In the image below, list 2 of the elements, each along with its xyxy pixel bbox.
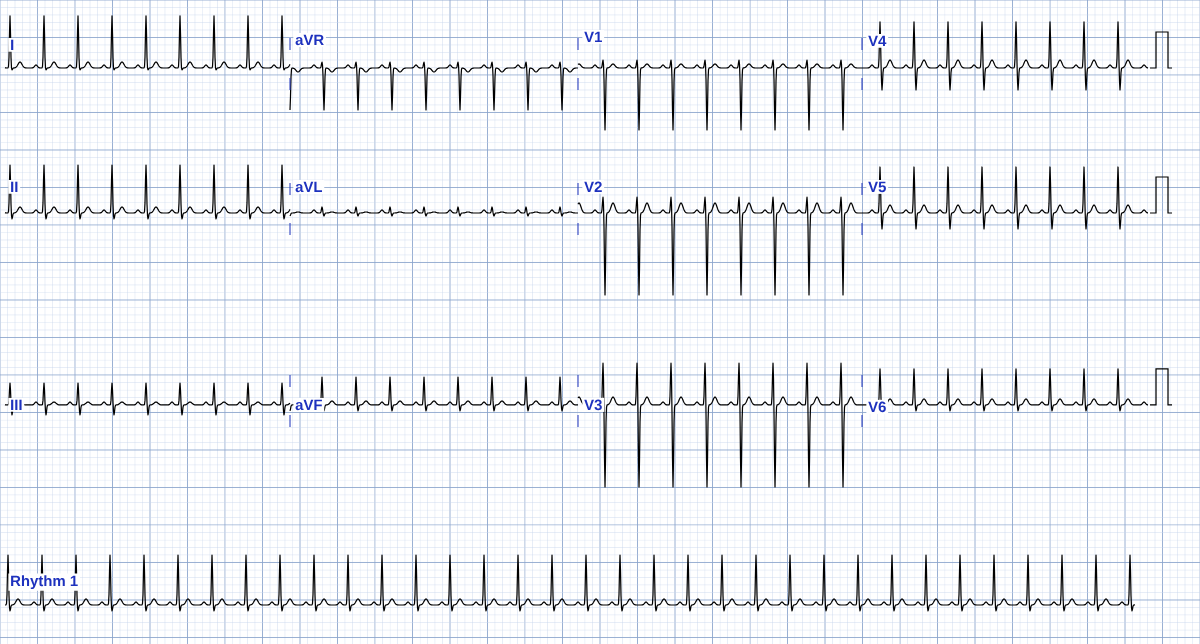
lead-label: I bbox=[8, 37, 16, 52]
lead-label: Rhythm 1 bbox=[8, 573, 80, 591]
